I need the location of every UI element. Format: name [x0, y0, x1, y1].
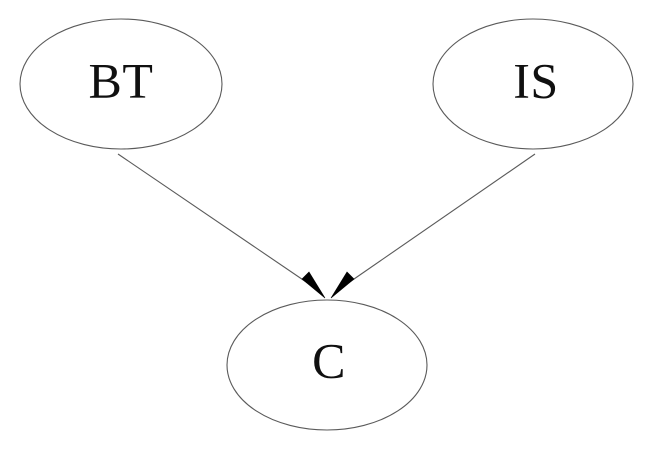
- edge-bt-to-c-arrowhead-icon: [301, 271, 326, 299]
- edge-bt-to-c[interactable]: [117, 153, 326, 299]
- node-c-ellipse[interactable]: [226, 299, 428, 431]
- node-is-label: IS: [513, 52, 558, 108]
- edge-is-to-c[interactable]: [330, 153, 536, 299]
- node-bt-ellipse[interactable]: [19, 18, 223, 150]
- node-is[interactable]: IS: [432, 18, 634, 150]
- edge-is-to-c-arrowhead-icon: [330, 271, 355, 299]
- node-group: BT IS C: [19, 18, 634, 431]
- node-is-ellipse[interactable]: [432, 18, 634, 150]
- edge-group: [117, 153, 536, 299]
- node-bt-label: BT: [89, 52, 154, 108]
- node-bt[interactable]: BT: [19, 18, 223, 150]
- edge-is-to-c-line: [340, 153, 536, 289]
- edge-bt-to-c-line: [117, 153, 316, 289]
- node-c-label: C: [312, 332, 346, 388]
- node-c[interactable]: C: [226, 299, 428, 431]
